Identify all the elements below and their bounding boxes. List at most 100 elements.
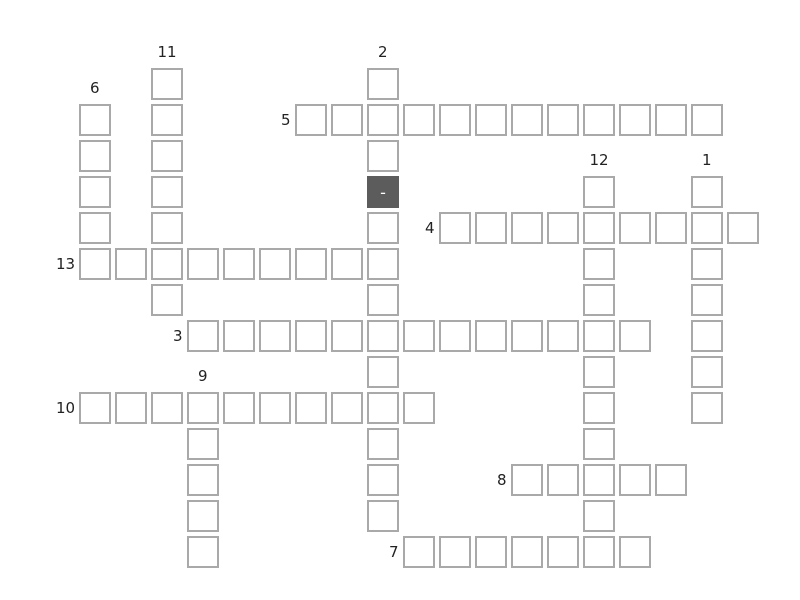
crossword-cell[interactable]	[583, 248, 615, 280]
crossword-cell[interactable]	[367, 140, 399, 172]
crossword-cell[interactable]	[583, 284, 615, 316]
crossword-cell[interactable]	[79, 248, 111, 280]
crossword-cell[interactable]	[583, 428, 615, 460]
crossword-cell[interactable]	[187, 500, 219, 532]
crossword-cell[interactable]	[295, 104, 327, 136]
crossword-cell[interactable]	[691, 356, 723, 388]
crossword-cell[interactable]	[583, 212, 615, 244]
crossword-cell[interactable]	[151, 392, 183, 424]
crossword-cell[interactable]	[331, 104, 363, 136]
crossword-cell[interactable]	[259, 248, 291, 280]
crossword-cell[interactable]	[583, 356, 615, 388]
crossword-cell[interactable]	[367, 392, 399, 424]
crossword-cell[interactable]	[259, 320, 291, 352]
crossword-cell[interactable]	[475, 104, 507, 136]
crossword-cell[interactable]	[223, 392, 255, 424]
crossword-cell[interactable]	[403, 104, 435, 136]
crossword-cell[interactable]	[547, 320, 579, 352]
crossword-cell[interactable]	[367, 356, 399, 388]
crossword-cell[interactable]	[619, 212, 651, 244]
crossword-cell[interactable]: -	[367, 176, 399, 208]
crossword-cell[interactable]	[511, 212, 543, 244]
crossword-cell[interactable]	[79, 104, 111, 136]
crossword-cell[interactable]	[151, 212, 183, 244]
crossword-cell[interactable]	[259, 392, 291, 424]
crossword-cell[interactable]	[367, 68, 399, 100]
crossword-cell[interactable]	[511, 536, 543, 568]
crossword-cell[interactable]	[511, 320, 543, 352]
crossword-cell[interactable]	[583, 176, 615, 208]
crossword-cell[interactable]	[583, 536, 615, 568]
crossword-cell[interactable]	[295, 392, 327, 424]
crossword-cell[interactable]	[583, 464, 615, 496]
crossword-cell[interactable]	[655, 212, 687, 244]
crossword-cell[interactable]	[79, 212, 111, 244]
crossword-cell[interactable]	[187, 428, 219, 460]
crossword-cell[interactable]	[619, 536, 651, 568]
crossword-cell[interactable]	[547, 212, 579, 244]
crossword-cell[interactable]	[151, 284, 183, 316]
crossword-cell[interactable]	[79, 176, 111, 208]
crossword-cell[interactable]	[691, 212, 723, 244]
crossword-cell[interactable]	[187, 248, 219, 280]
crossword-cell[interactable]	[691, 248, 723, 280]
crossword-cell[interactable]	[187, 320, 219, 352]
crossword-cell[interactable]	[223, 248, 255, 280]
crossword-cell[interactable]	[403, 392, 435, 424]
crossword-cell[interactable]	[619, 320, 651, 352]
crossword-cell[interactable]	[439, 212, 471, 244]
crossword-cell[interactable]	[583, 392, 615, 424]
crossword-cell[interactable]	[295, 320, 327, 352]
crossword-cell[interactable]	[79, 392, 111, 424]
crossword-cell[interactable]	[727, 212, 759, 244]
crossword-cell[interactable]	[439, 104, 471, 136]
crossword-cell[interactable]	[295, 248, 327, 280]
crossword-cell[interactable]	[187, 464, 219, 496]
crossword-cell[interactable]	[367, 212, 399, 244]
crossword-cell[interactable]	[691, 392, 723, 424]
crossword-cell[interactable]	[691, 320, 723, 352]
crossword-cell[interactable]	[115, 248, 147, 280]
crossword-cell[interactable]	[367, 284, 399, 316]
crossword-cell[interactable]	[655, 464, 687, 496]
crossword-cell[interactable]	[547, 104, 579, 136]
crossword-cell[interactable]	[619, 104, 651, 136]
crossword-cell[interactable]	[475, 320, 507, 352]
crossword-cell[interactable]	[151, 68, 183, 100]
crossword-cell[interactable]	[439, 536, 471, 568]
crossword-cell[interactable]	[547, 464, 579, 496]
crossword-cell[interactable]	[367, 320, 399, 352]
crossword-cell[interactable]	[403, 320, 435, 352]
crossword-cell[interactable]	[475, 212, 507, 244]
crossword-cell[interactable]	[367, 500, 399, 532]
crossword-cell[interactable]	[151, 104, 183, 136]
crossword-cell[interactable]	[79, 140, 111, 172]
crossword-cell[interactable]	[367, 248, 399, 280]
crossword-cell[interactable]	[691, 104, 723, 136]
crossword-cell[interactable]	[583, 320, 615, 352]
crossword-cell[interactable]	[151, 176, 183, 208]
crossword-cell[interactable]	[691, 176, 723, 208]
crossword-cell[interactable]	[619, 464, 651, 496]
crossword-cell[interactable]	[115, 392, 147, 424]
crossword-cell[interactable]	[403, 536, 435, 568]
crossword-cell[interactable]	[187, 392, 219, 424]
crossword-cell[interactable]	[511, 104, 543, 136]
crossword-cell[interactable]	[331, 392, 363, 424]
crossword-cell[interactable]	[547, 536, 579, 568]
crossword-cell[interactable]	[583, 500, 615, 532]
crossword-cell[interactable]	[151, 140, 183, 172]
crossword-cell[interactable]	[151, 248, 183, 280]
crossword-cell[interactable]	[367, 464, 399, 496]
crossword-cell[interactable]	[223, 320, 255, 352]
crossword-cell[interactable]	[655, 104, 687, 136]
crossword-cell[interactable]	[187, 536, 219, 568]
crossword-cell[interactable]	[475, 536, 507, 568]
crossword-cell[interactable]	[511, 464, 543, 496]
crossword-cell[interactable]	[367, 428, 399, 460]
crossword-cell[interactable]	[367, 104, 399, 136]
crossword-cell[interactable]	[331, 248, 363, 280]
crossword-cell[interactable]	[331, 320, 363, 352]
crossword-cell[interactable]	[583, 104, 615, 136]
crossword-cell[interactable]	[691, 284, 723, 316]
